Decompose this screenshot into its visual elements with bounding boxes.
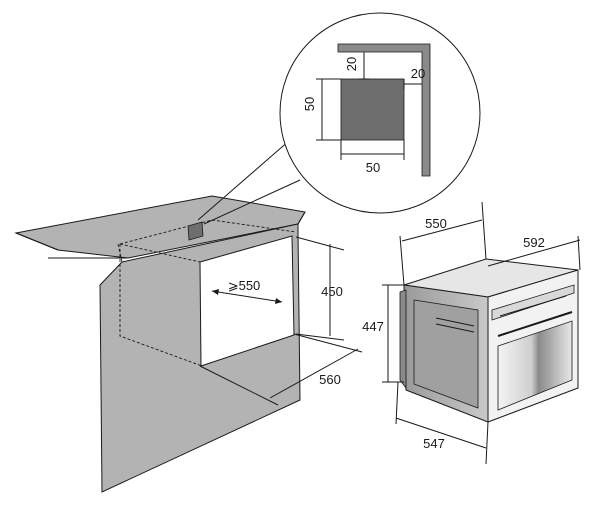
detail-side-clearance-label: 20 bbox=[411, 66, 425, 81]
oven-side-depth-label: 547 bbox=[423, 436, 445, 451]
cabinet-depth-label: ⩾550 bbox=[228, 278, 261, 293]
cabinet-opening bbox=[199, 235, 295, 367]
corner-bracket bbox=[337, 43, 431, 177]
callout-line-top bbox=[197, 139, 291, 221]
oven-height-label: 447 bbox=[362, 319, 384, 334]
cabinet-width-label: 560 bbox=[319, 372, 341, 387]
oven-width-label: 592 bbox=[523, 235, 545, 250]
oven-door-window bbox=[497, 320, 573, 411]
detail-cutout-width-label: 50 bbox=[366, 160, 380, 175]
callout-line-bottom bbox=[203, 179, 301, 225]
detail-callout: 20 20 50 50 bbox=[279, 12, 481, 214]
oven-depth-label: 550 bbox=[425, 216, 447, 231]
oven-control-strip bbox=[491, 284, 575, 321]
detail-cutout-square bbox=[340, 78, 405, 141]
detail-cutout-height-label: 50 bbox=[302, 97, 317, 111]
cabinet-illustration bbox=[14, 195, 306, 493]
oven-illustration bbox=[399, 258, 579, 423]
cabinet-dimensions: ⩾550 450 560 bbox=[199, 236, 363, 406]
detail-top-clearance-label: 20 bbox=[344, 57, 359, 71]
vent-cutout bbox=[187, 221, 204, 241]
oven-dimensions: 550 592 447 547 bbox=[362, 201, 581, 465]
cabinet-height-label: 450 bbox=[321, 284, 343, 299]
oven-side-recess bbox=[413, 299, 479, 409]
